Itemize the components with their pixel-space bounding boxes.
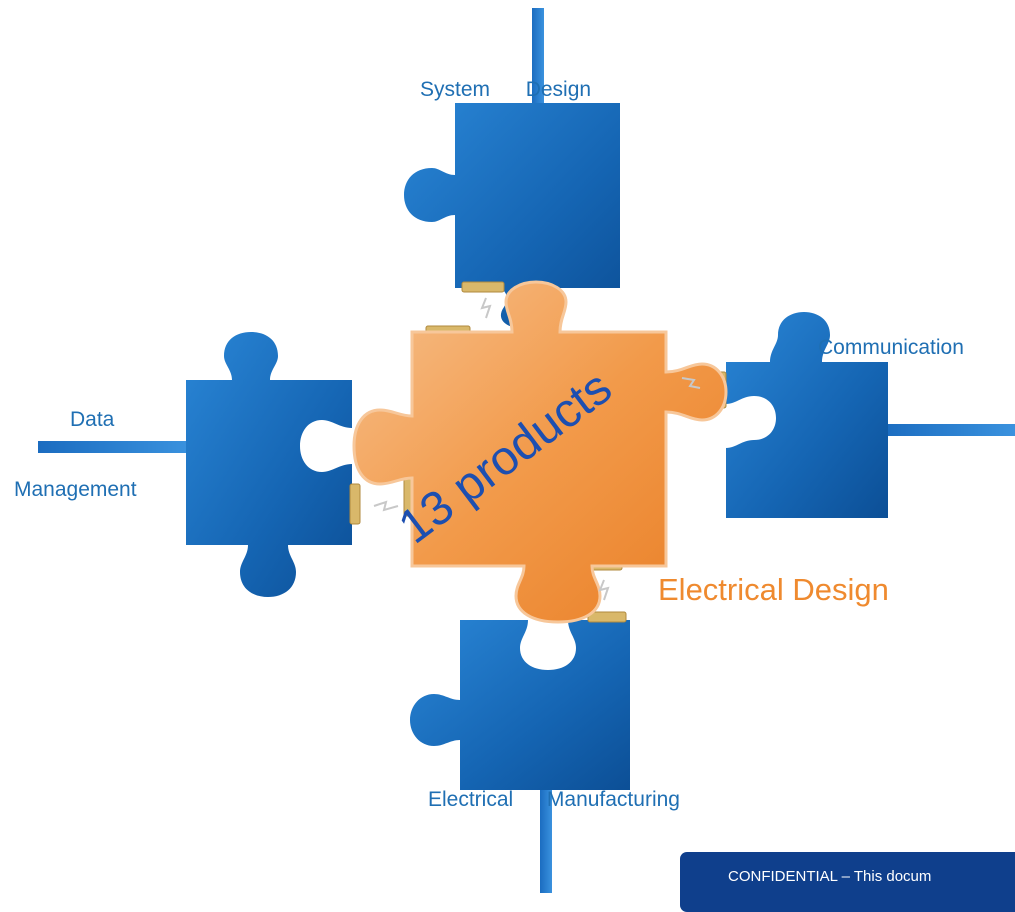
connector-top (461, 281, 505, 293)
cables (38, 8, 1015, 893)
right-cable (882, 424, 1015, 436)
confidential-text: CONFIDENTIAL – This docum (728, 868, 932, 885)
left-cable (38, 441, 190, 453)
label-part: System (420, 78, 491, 101)
label-part: Manufacturing (546, 788, 680, 811)
right-blue-piece (726, 312, 888, 518)
puzzle-diagram: System Design Data Management Communicat… (14, 8, 1015, 912)
connector-bottom (587, 611, 627, 623)
label-part: Design (525, 78, 592, 101)
communication-label: Communication (818, 336, 964, 359)
bottom-blue-piece (410, 620, 630, 790)
label-part: Electrical (428, 788, 514, 811)
connector-left (349, 483, 361, 525)
confidential-banner: CONFIDENTIAL – This docum (680, 852, 1015, 912)
bottom-cable (540, 782, 552, 893)
puzzle-graphic (38, 8, 1015, 893)
connectors (349, 281, 727, 623)
system-design-label: System Design (420, 78, 591, 102)
data-label: Data (70, 408, 115, 431)
top-cable (532, 8, 544, 108)
spark-marks (373, 297, 701, 601)
electrical-manufacturing-label: Electrical Manufacturing (428, 788, 680, 812)
management-label: Management (14, 478, 137, 501)
center-orange-piece (352, 280, 728, 624)
left-blue-piece (186, 332, 352, 597)
top-blue-piece (404, 103, 620, 328)
electrical-design-label: Electrical Design (658, 572, 889, 607)
